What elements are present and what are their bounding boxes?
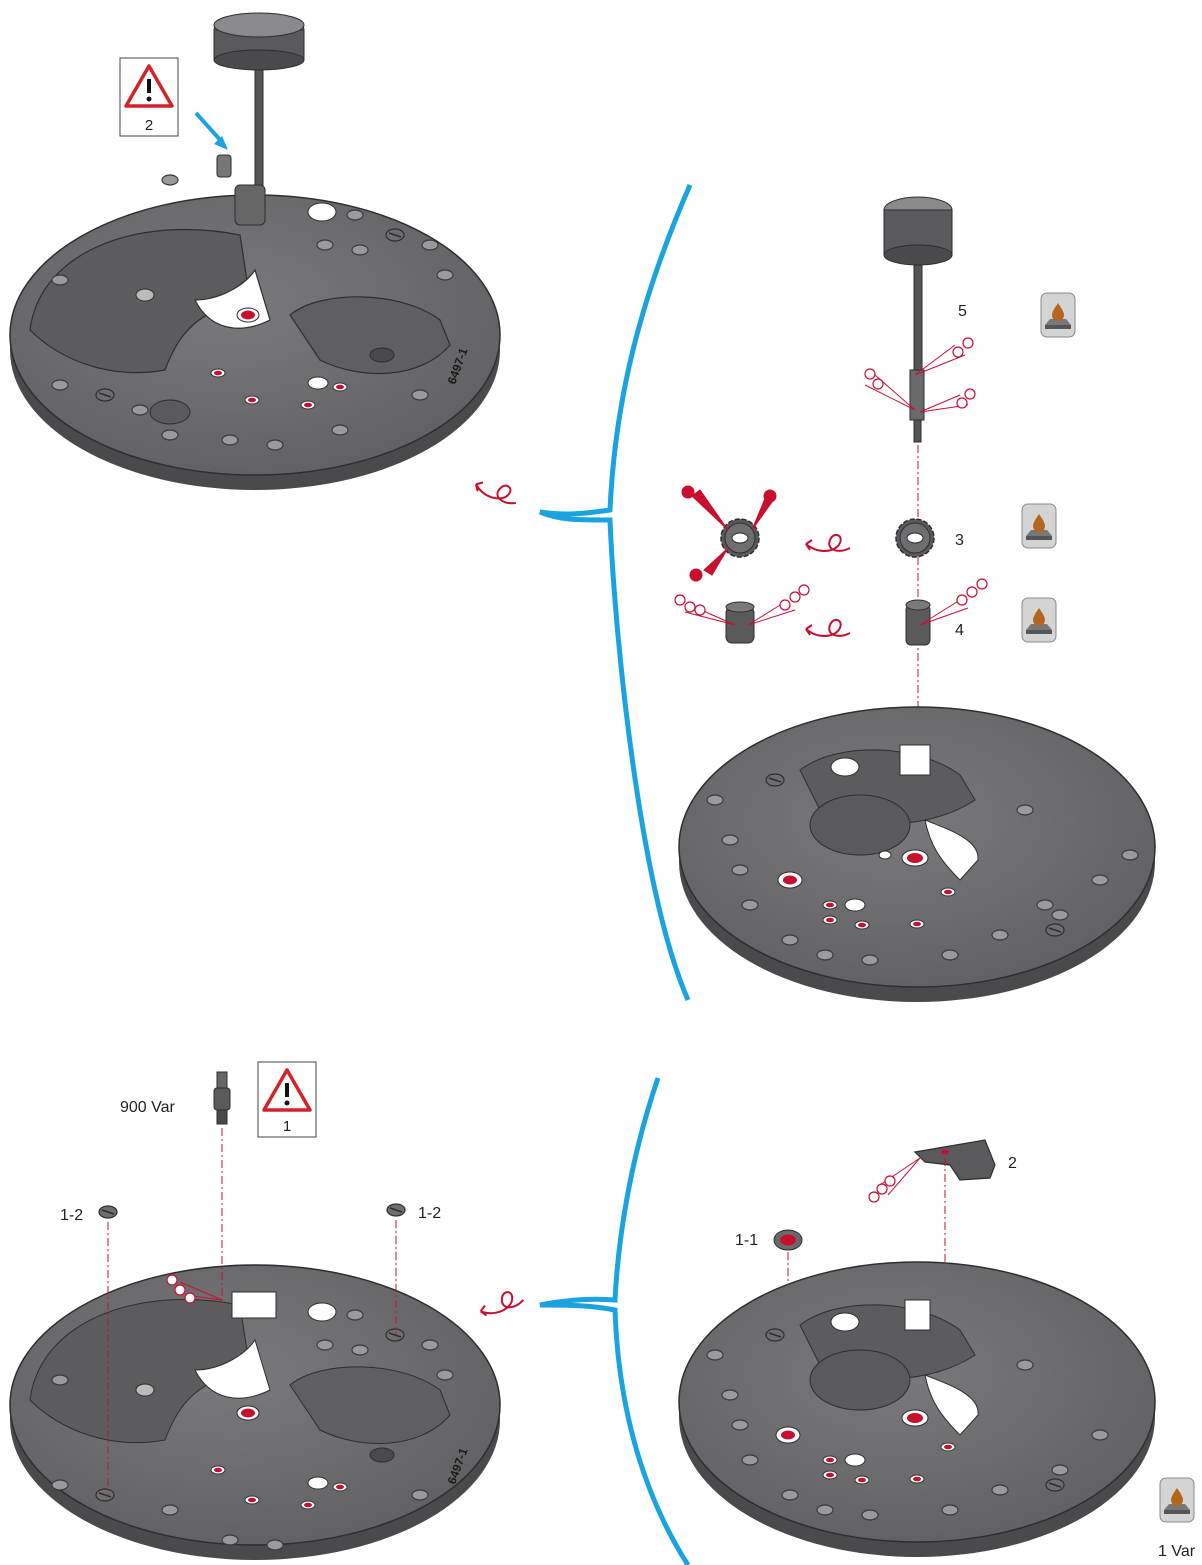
label-part-1-1: 1-1 [735, 1232, 758, 1249]
oil-points-gear-3 [681, 485, 777, 582]
screw-1-2-right [386, 1203, 406, 1217]
warning-icon [262, 1068, 312, 1112]
label-part-900: 900 Var [120, 1099, 176, 1116]
warning-box-bottom: 1 [257, 1061, 317, 1138]
oil-icon [1021, 503, 1057, 549]
label-oil-1-var: 1 Var [1158, 1543, 1196, 1560]
label-part-1-2-left: 1-2 [60, 1207, 83, 1224]
main-plate-top-right [678, 706, 1156, 1002]
warning-number-top: 2 [145, 117, 153, 134]
main-plate-top-left: 6497-1 [9, 174, 501, 490]
arrow-icon [194, 111, 228, 150]
oil-icon [1040, 292, 1076, 338]
yoke-part-2 [913, 1139, 996, 1181]
jewel-1-1 [773, 1229, 803, 1251]
clutch-gear-3-flipped [720, 518, 760, 558]
rotate-arrow-icon [805, 533, 851, 552]
winding-stem-exploded [883, 196, 953, 443]
label-part-1-2-right: 1-2 [418, 1205, 441, 1222]
bracket-top [539, 184, 693, 1001]
winding-pinion-4-flipped [725, 601, 755, 644]
label-part-3: 3 [955, 532, 964, 549]
screw-1-2-left [98, 1205, 118, 1219]
rotate-arrow-icon [476, 1286, 526, 1319]
warning-number-bottom: 1 [283, 1118, 291, 1135]
bracket-bottom [539, 1077, 691, 1565]
clutch-gear-3 [895, 518, 935, 558]
rotate-arrow-icon [472, 474, 522, 507]
label-part-4: 4 [955, 622, 964, 639]
warning-box-top: 2 [119, 57, 179, 137]
winding-pinion-4 [905, 599, 931, 646]
oil-icon [1159, 1477, 1195, 1523]
main-plate-bottom-right [678, 1261, 1156, 1557]
label-part-5: 5 [958, 303, 967, 320]
post-900-var [213, 1071, 231, 1125]
oil-icon [1021, 597, 1057, 643]
warning-icon [124, 64, 174, 108]
winding-stem-top-left [213, 12, 305, 226]
main-plate-bottom-left: 6497-1 [9, 1264, 501, 1560]
oil-lines-gear-4 [919, 599, 969, 626]
label-part-2: 2 [1008, 1155, 1017, 1172]
rotate-arrow-icon [805, 618, 851, 637]
